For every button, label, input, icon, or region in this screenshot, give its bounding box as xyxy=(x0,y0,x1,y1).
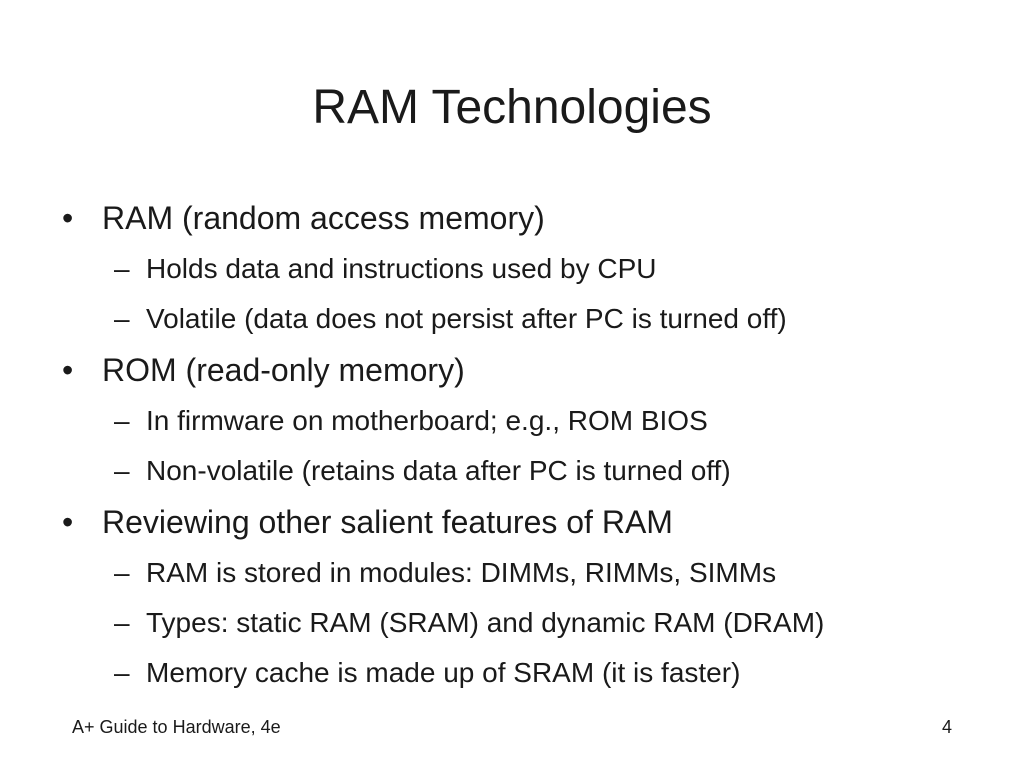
sub-bullet-text: Holds data and instructions used by CPU xyxy=(146,253,657,284)
bullet-marker: • xyxy=(62,352,74,388)
bullet-marker: • xyxy=(62,504,74,540)
dash-marker: – xyxy=(114,253,130,284)
bullet-item: • Reviewing other salient features of RA… xyxy=(62,496,1002,548)
bullet-item: • RAM (random access memory) xyxy=(62,192,1002,244)
sub-bullet-item: – Types: static RAM (SRAM) and dynamic R… xyxy=(62,598,1002,648)
bullet-item: • ROM (read-only memory) xyxy=(62,344,1002,396)
dash-marker: – xyxy=(114,557,130,588)
sub-bullet-text: Volatile (data does not persist after PC… xyxy=(146,303,787,334)
dash-marker: – xyxy=(114,405,130,436)
sub-bullet-text: In firmware on motherboard; e.g., ROM BI… xyxy=(146,405,708,436)
bullet-text: RAM (random access memory) xyxy=(102,200,545,236)
footer-book-title: A+ Guide to Hardware, 4e xyxy=(72,717,281,737)
page-number: 4 xyxy=(941,717,952,737)
dash-marker: – xyxy=(114,657,130,688)
sub-bullet-item: – RAM is stored in modules: DIMMs, RIMMs… xyxy=(62,548,1002,598)
dash-marker: – xyxy=(114,607,130,638)
bullet-text: ROM (read-only memory) xyxy=(102,352,465,388)
sub-bullet-text: Non-volatile (retains data after PC is t… xyxy=(146,455,731,486)
sub-bullet-item: – In firmware on motherboard; e.g., ROM … xyxy=(62,396,1002,446)
sub-bullet-text: Memory cache is made up of SRAM (it is f… xyxy=(146,657,741,688)
sub-bullet-text: Types: static RAM (SRAM) and dynamic RAM… xyxy=(146,607,825,638)
sub-bullet-item: – Memory cache is made up of SRAM (it is… xyxy=(62,648,1002,698)
dash-marker: – xyxy=(114,303,130,334)
slide-title: RAM Technologies xyxy=(312,81,712,134)
sub-bullet-text: RAM is stored in modules: DIMMs, RIMMs, … xyxy=(146,557,777,588)
dash-marker: – xyxy=(114,455,130,486)
bullet-text: Reviewing other salient features of RAM xyxy=(102,504,673,540)
sub-bullet-item: – Volatile (data does not persist after … xyxy=(62,294,1002,344)
sub-bullet-item: – Holds data and instructions used by CP… xyxy=(62,244,1002,294)
bullet-marker: • xyxy=(62,200,74,236)
bullet-list: • RAM (random access memory) – Holds dat… xyxy=(62,192,1002,698)
sub-bullet-item: – Non-volatile (retains data after PC is… xyxy=(62,446,1002,496)
